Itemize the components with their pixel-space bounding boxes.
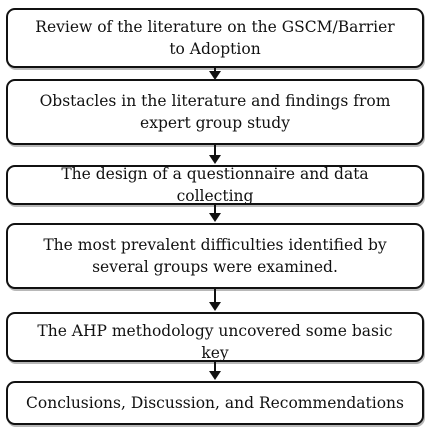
step-questionnaire-design: The design of a questionnaire and data c… — [6, 165, 424, 205]
step-conclusions-label: Conclusions, Discussion, and Recommendat… — [26, 394, 404, 412]
arrow-down-icon — [209, 362, 221, 381]
arrow-down-icon — [209, 205, 221, 223]
step-prevalent-difficulties: The most prevalent difficulties identifi… — [6, 223, 424, 289]
arrow-down-icon — [209, 145, 221, 165]
step-ahp-methodology: The AHP methodology uncovered some basic… — [6, 312, 424, 362]
step-literature-review-label: Review of the literature on the GSCM/Bar… — [35, 18, 395, 58]
step-ahp-methodology-label: The AHP methodology uncovered some basic… — [37, 322, 393, 362]
step-questionnaire-design-label: The design of a questionnaire and data c… — [61, 165, 369, 205]
step-prevalent-difficulties-label: The most prevalent difficulties identifi… — [43, 236, 387, 276]
step-obstacles-findings: Obstacles in the literature and findings… — [6, 79, 424, 145]
arrow-down-icon — [209, 289, 221, 312]
step-obstacles-findings-label: Obstacles in the literature and findings… — [39, 92, 391, 132]
arrow-down-icon — [209, 68, 221, 80]
step-literature-review: Review of the literature on the GSCM/Bar… — [6, 8, 424, 68]
step-conclusions: Conclusions, Discussion, and Recommendat… — [6, 381, 424, 425]
